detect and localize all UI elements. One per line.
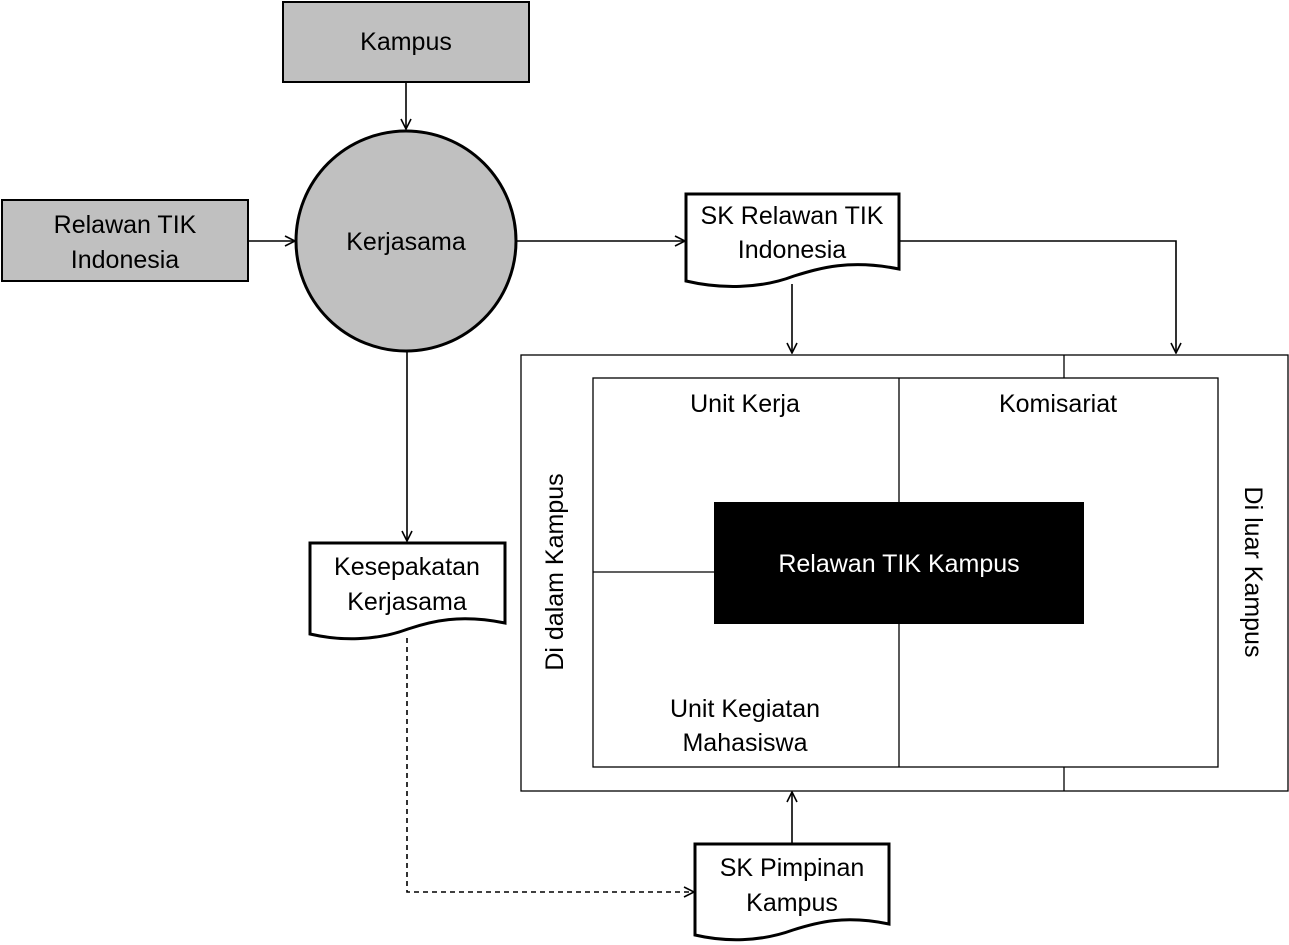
sk-relawan-tik-indonesia-document [684, 192, 901, 288]
sk-pimpinan-kampus-label-1: SK Pimpinan [720, 854, 865, 882]
relawan-tik-indonesia-label-2: Indonesia [71, 246, 180, 274]
unit-kegiatan-label-2: Mahasiswa [682, 729, 807, 757]
arrow-sk-relawan-to-luar-kampus [900, 240, 1176, 353]
relawan-tik-kampus-label: Relawan TIK Kampus [778, 550, 1019, 578]
relawan-tik-indonesia-label-1: Relawan TIK [54, 211, 197, 239]
sk-pimpinan-kampus-label-2: Kampus [746, 889, 838, 917]
kesepakatan-kerjasama-document [308, 541, 507, 641]
kampus-label: Kampus [360, 28, 452, 56]
unit-kegiatan-label-1: Unit Kegiatan [670, 695, 820, 723]
di-dalam-kampus-label: Di dalam Kampus [541, 473, 569, 670]
kesepakatan-kerjasama-label-2: Kerjasama [347, 588, 467, 616]
kerjasama-label: Kerjasama [346, 228, 466, 256]
kampus-box [282, 1, 530, 83]
relawan-tik-indonesia-box [1, 199, 249, 282]
organization-frame [520, 354, 1289, 792]
sk-pimpinan-kampus-document [693, 842, 891, 942]
komisariat-label: Komisariat [999, 390, 1117, 418]
sk-relawan-tik-indonesia-label-2: Indonesia [738, 236, 847, 264]
kesepakatan-kerjasama-label-1: Kesepakatan [334, 553, 480, 581]
unit-kerja-label: Unit Kerja [690, 390, 800, 418]
dashed-arrow-kesepakatan-to-sk-pimpinan [406, 638, 694, 892]
kerjasama-circle [294, 129, 518, 353]
relawan-tik-kampus-box [714, 502, 1084, 624]
sk-relawan-tik-indonesia-label-1: SK Relawan TIK [701, 202, 884, 230]
di-luar-kampus-label: Di luar Kampus [1239, 487, 1267, 658]
